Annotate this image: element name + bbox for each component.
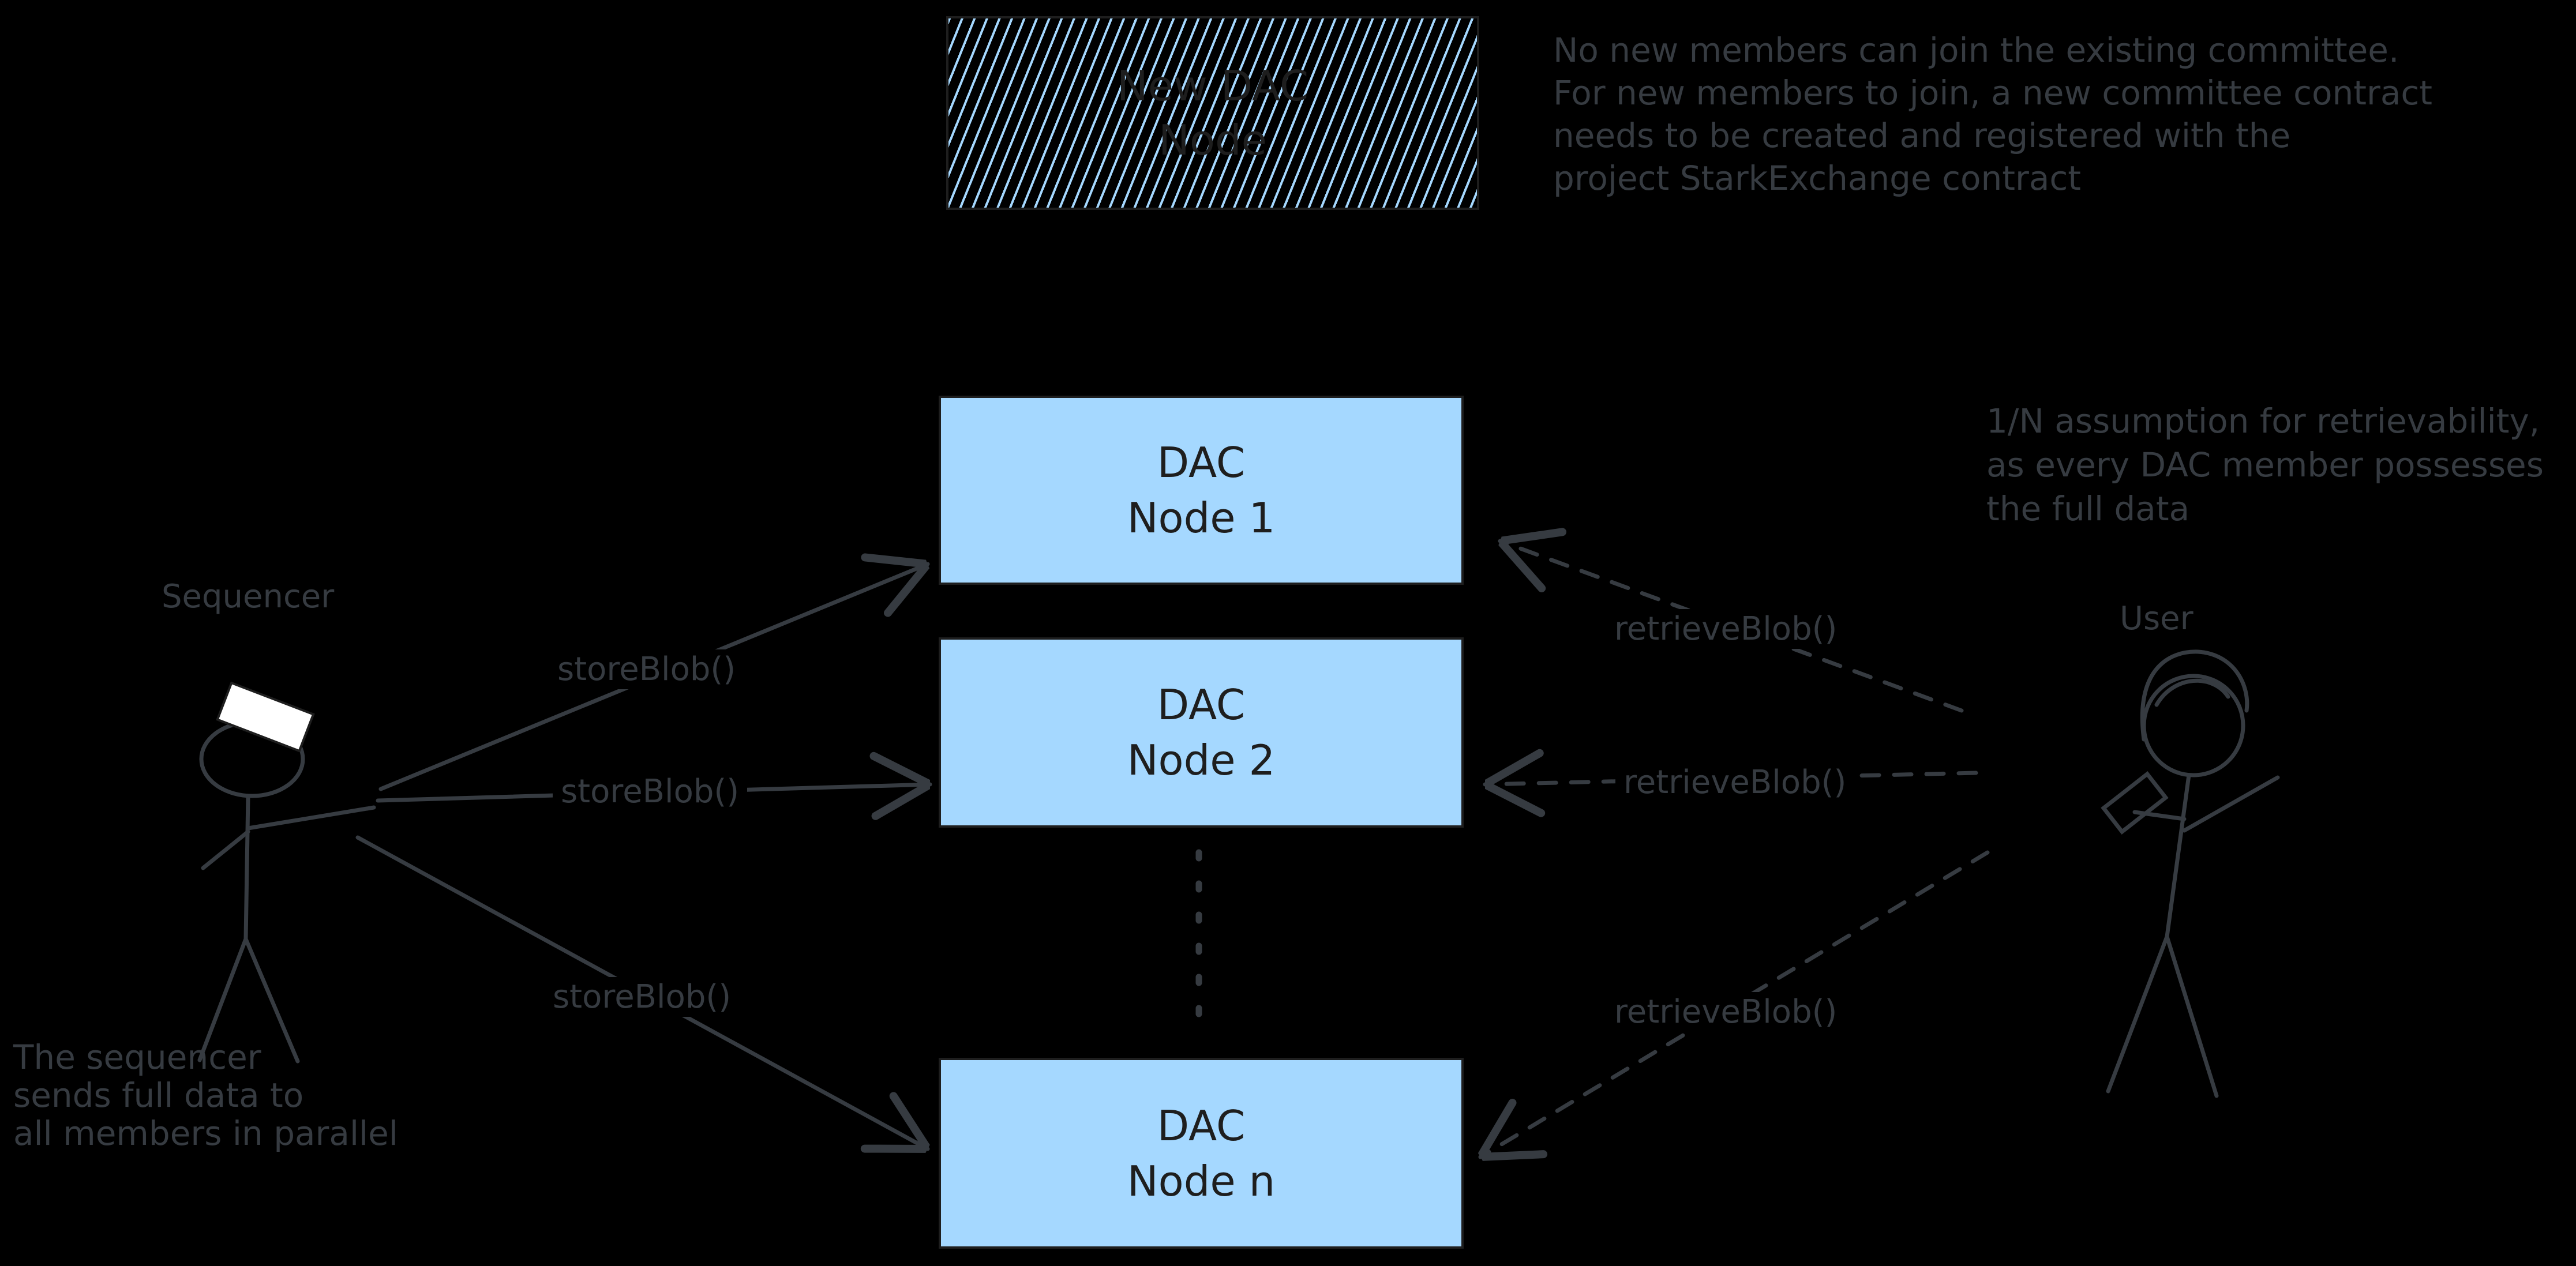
new-dac-node-label: New DAC Node — [1116, 62, 1309, 164]
user-phone — [2101, 771, 2169, 835]
user-body — [2165, 773, 2191, 939]
sequencer-legs — [197, 937, 300, 1064]
note-sequencer-parallel-send: The sequencer sends full data to all mem… — [13, 1038, 398, 1153]
retrieve-blob-label: retrieveBlob() — [1606, 609, 1846, 649]
sequencer-figure — [197, 681, 376, 1064]
user-legs — [2106, 934, 2219, 1098]
retrieve-blob-label: retrieveBlob() — [1615, 762, 1855, 802]
dac-node-n-label: DAC Node n — [1127, 1101, 1276, 1205]
user-hair-fringe — [2154, 678, 2230, 707]
user-right-arm — [2182, 775, 2280, 833]
user-figure — [2101, 649, 2280, 1098]
sequencer-left-arm — [201, 829, 250, 870]
user-head — [2142, 674, 2245, 777]
store-blob-label: storeBlob() — [553, 772, 748, 812]
retrieve-blob-arrow-node2 — [1483, 773, 1978, 784]
user-label: User — [2120, 600, 2193, 637]
dac-node-1-label: DAC Node 1 — [1127, 438, 1276, 542]
sequencer-label: Sequencer — [162, 578, 335, 615]
dac-node-2-label: DAC Node 2 — [1127, 681, 1276, 784]
user-hair — [2140, 649, 2249, 742]
retrieve-blob-arrow-node1 — [1500, 541, 1964, 713]
dac-node-n-box: DAC Node n — [939, 1058, 1464, 1249]
new-dac-node-box: New DAC Node — [946, 16, 1479, 210]
note-retrievability-assumption: 1/N assumption for retrievability, as ev… — [1986, 401, 2544, 528]
note-committee-membership: No new members can join the existing com… — [1553, 31, 2433, 198]
store-blob-label: storeBlob() — [545, 977, 740, 1017]
dac-node-2-box: DAC Node 2 — [939, 637, 1464, 828]
retrieve-blob-label: retrieveBlob() — [1606, 992, 1846, 1032]
sequencer-held-data-rect — [216, 681, 315, 753]
sequencer-right-arm — [246, 805, 376, 831]
dac-node-1-box: DAC Node 1 — [939, 396, 1464, 585]
sequencer-body — [243, 794, 250, 941]
store-blob-label: storeBlob() — [549, 649, 744, 689]
